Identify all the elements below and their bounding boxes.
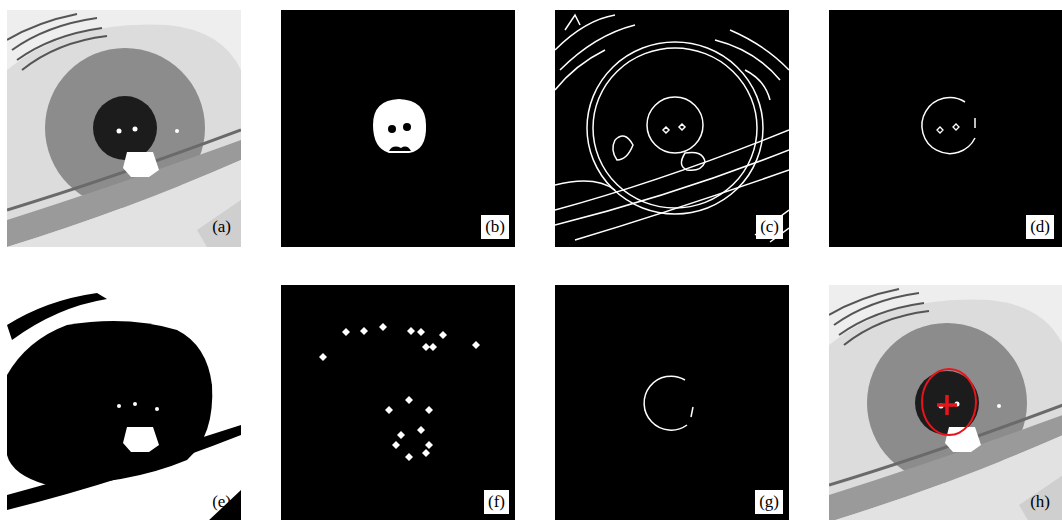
point-marker [392,441,400,449]
point-marker [422,449,430,457]
pupil-mask [281,10,515,247]
binary-eye [7,285,241,520]
panel-label: (g) [755,490,783,514]
panel-label: (c) [756,215,783,239]
point-marker [425,441,433,449]
point-marker [439,331,447,339]
panel-label: (a) [208,215,235,239]
point-marker [379,323,387,331]
point-marker [407,327,415,335]
edge-map [555,10,789,247]
point-marker [397,431,405,439]
panel-label: (h) [1026,490,1054,514]
point-marker [385,406,393,414]
point-marker [405,396,413,404]
point-marker [472,341,480,349]
point-marker [417,328,425,336]
point-marker [417,426,425,434]
point-marker [342,328,350,336]
candidate-points [281,285,515,520]
point-marker [360,327,368,335]
point-marker [429,343,437,351]
panel-label: (d) [1026,215,1054,239]
eye-photo [7,10,241,247]
panel-label: (f) [484,490,509,514]
fit-arc [555,285,789,520]
panel-label: (b) [481,215,509,239]
pupil-contour [829,10,1062,247]
point-marker [405,453,413,461]
point-marker [425,406,433,414]
point-marker [319,353,327,361]
point-marker [422,343,430,351]
eye-result [829,285,1062,520]
panel-label: (e) [208,490,235,514]
